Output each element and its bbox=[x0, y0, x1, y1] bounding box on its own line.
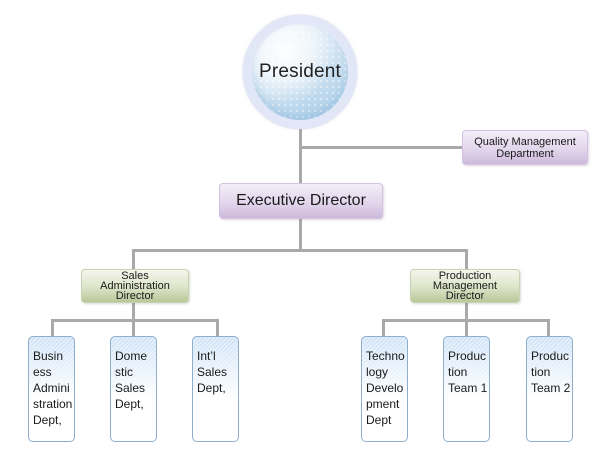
production-management-director-node: Production Management Director bbox=[410, 269, 520, 303]
connector-sales-bar bbox=[51, 319, 219, 322]
quality-label-line-2: Department bbox=[496, 147, 554, 160]
connector-leaf-5 bbox=[465, 319, 468, 336]
connector-leaf-6 bbox=[547, 319, 550, 336]
connector-leaf-4 bbox=[382, 319, 385, 336]
connector-production-down bbox=[465, 301, 468, 320]
connector-president-executive bbox=[299, 128, 302, 184]
connector-sales-down bbox=[132, 301, 135, 320]
quality-label-line-1: Quality Management bbox=[474, 135, 576, 148]
executive-director-label: Executive Director bbox=[236, 192, 366, 209]
connector-leaf-1 bbox=[51, 319, 54, 336]
president-node: President bbox=[243, 15, 357, 129]
intl-sales-dept-node: Int’l Sales Dept, bbox=[192, 336, 239, 442]
sales-label-line-3: Director bbox=[115, 290, 155, 302]
connector-to-production bbox=[465, 249, 468, 269]
business-administration-dept-node: Busin ess Admini stration Dept, bbox=[28, 336, 75, 442]
production-label-line-3: Director bbox=[445, 290, 485, 302]
connector-to-sales bbox=[132, 249, 135, 269]
technology-development-dept-node: Techno logy Develo pment Dept bbox=[361, 336, 408, 442]
production-team-1-node: Produc tion Team 1 bbox=[443, 336, 490, 442]
sales-administration-director-node: Sales Administration Director bbox=[81, 269, 189, 303]
connector-quality-branch bbox=[300, 146, 462, 149]
quality-management-node: Quality Management Department bbox=[462, 130, 588, 165]
executive-director-node: Executive Director bbox=[219, 183, 383, 219]
connector-executive-down bbox=[299, 217, 302, 252]
connector-leaf-2 bbox=[132, 319, 135, 336]
sales-label-line-1: Sales bbox=[121, 270, 149, 282]
domestic-sales-dept-node: Dome stic Sales Dept, bbox=[110, 336, 157, 442]
president-label: President bbox=[258, 61, 342, 82]
production-label-line-1: Production bbox=[438, 270, 492, 282]
production-team-2-node: Produc tion Team 2 bbox=[526, 336, 573, 442]
connector-leaf-3 bbox=[216, 319, 219, 336]
president-orb: President bbox=[252, 24, 348, 120]
sales-label-line-2: Administration bbox=[100, 280, 170, 292]
connector-division-bar bbox=[132, 249, 468, 252]
production-label-line-2: Management bbox=[432, 280, 498, 292]
